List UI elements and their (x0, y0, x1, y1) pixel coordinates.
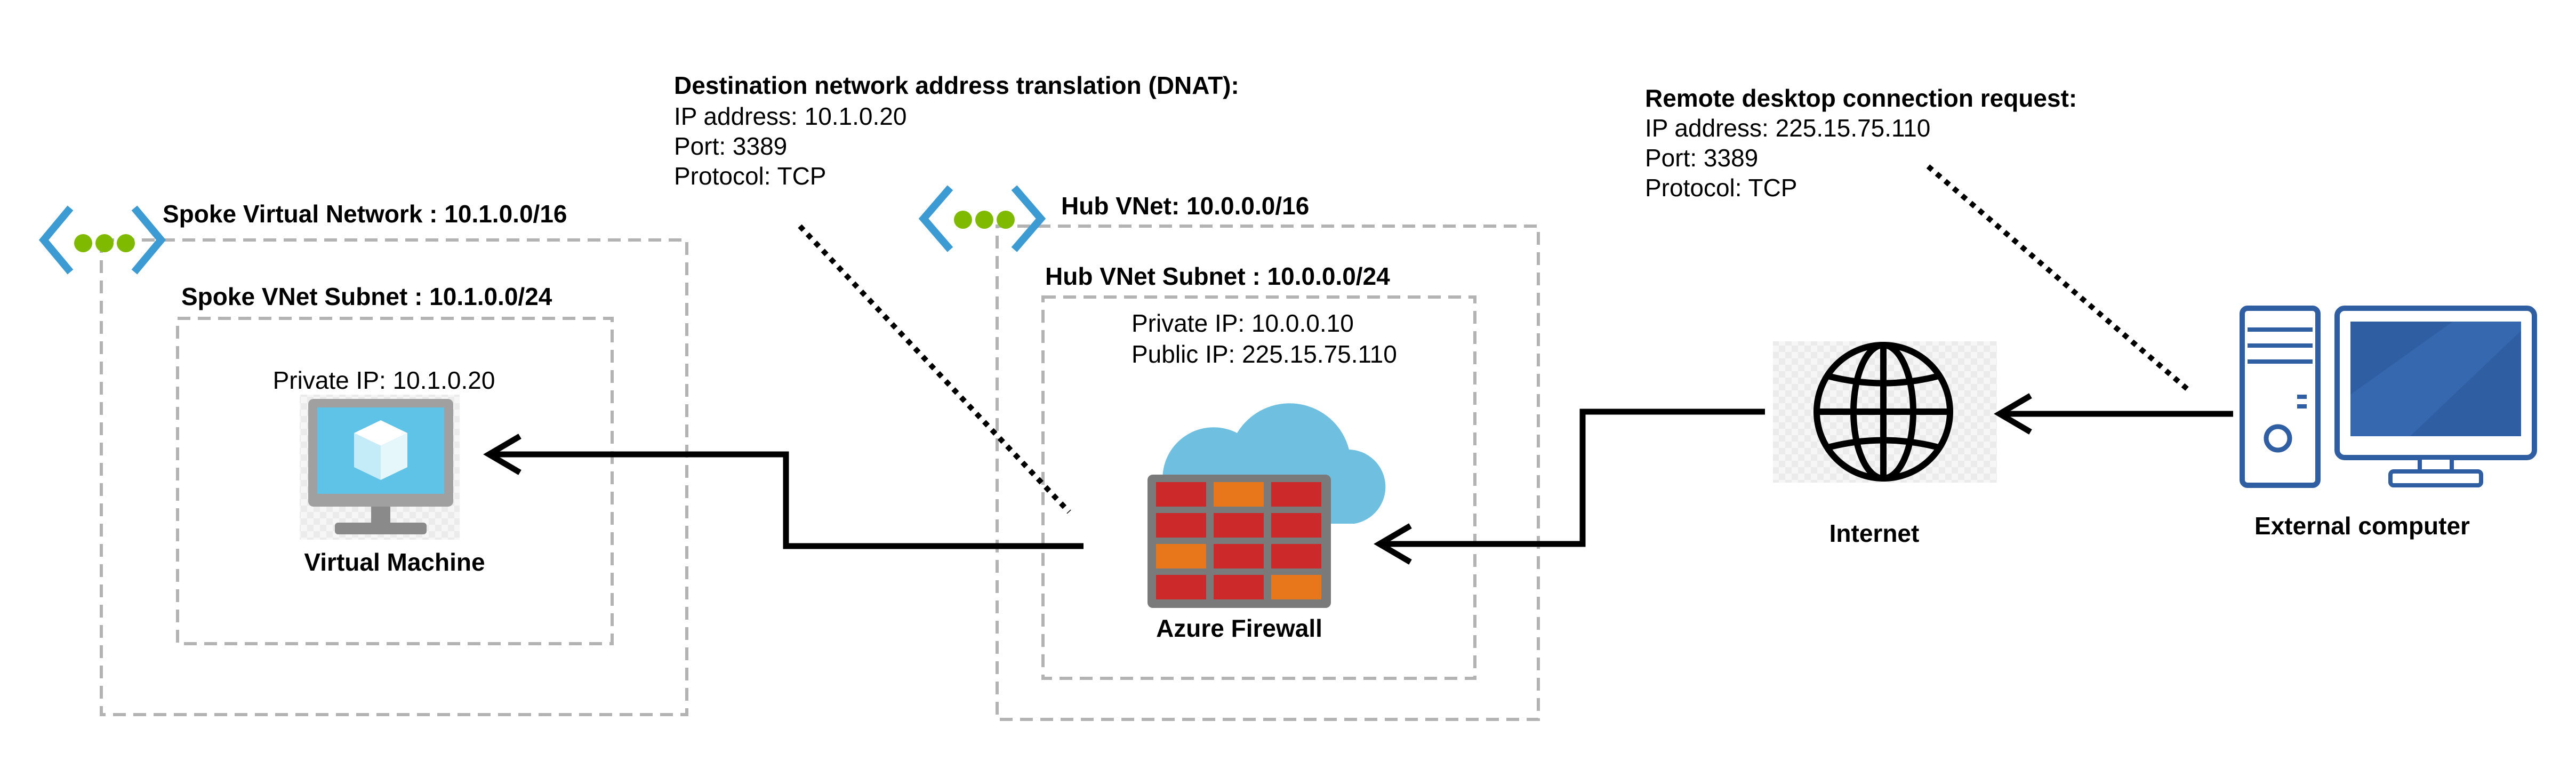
arrow-external-to-internet (1994, 393, 2233, 435)
rdp-note-protocol: Protocol: TCP (1645, 174, 1797, 202)
spoke-subnet-box (176, 317, 614, 645)
firewall-brick (1214, 544, 1264, 568)
dnat-note-protocol: Protocol: TCP (674, 162, 826, 190)
hub-vnet-label: Hub VNet: 10.0.0.0/16 (1061, 192, 1310, 220)
firewall-brick (1156, 575, 1206, 599)
rdp-note-port: Port: 3389 (1645, 144, 1759, 172)
hub-vnet-box (996, 225, 1540, 721)
hub-public-ip: Public IP: 225.15.75.110 (1131, 340, 1397, 368)
arrow-firewall-to-vm (483, 434, 1084, 549)
firewall-icon (1147, 475, 1331, 608)
dnat-note-port: Port: 3389 (674, 132, 788, 160)
firewall-brick (1214, 482, 1264, 507)
dnat-note-title: Destination network address translation … (674, 71, 1239, 99)
globe-icon (1773, 341, 1997, 483)
external-computer-label: External computer (2254, 512, 2470, 540)
firewall-brick (1271, 544, 1321, 568)
computer-tower-icon (2240, 306, 2321, 488)
rdp-note-title: Remote desktop connection request: (1645, 84, 2077, 112)
vnet-icon (38, 205, 166, 275)
firewall-brick (1214, 575, 1264, 599)
firewall-brick (1271, 513, 1321, 538)
vm-private-ip: Private IP: 10.1.0.20 (272, 366, 495, 394)
spoke-vnet-label: Spoke Virtual Network : 10.1.0.0/16 (163, 200, 567, 228)
firewall-brick (1271, 482, 1321, 507)
firewall-brick (1156, 544, 1206, 568)
spoke-subnet-label: Spoke VNet Subnet : 10.1.0.0/24 (181, 283, 552, 310)
vnet-icon (918, 185, 1046, 252)
dnat-note-ip: IP address: 10.1.0.20 (674, 102, 907, 130)
dnat-pointer-line (798, 224, 1071, 514)
vm-label: Virtual Machine (304, 548, 485, 576)
arrow-internet-to-firewall (1374, 408, 1765, 565)
firewall-brick (1214, 513, 1264, 538)
firewall-brick (1156, 513, 1206, 538)
internet-label: Internet (1829, 519, 1920, 547)
rdp-pointer-line (1926, 164, 2191, 392)
rdp-note-ip: IP address: 225.15.75.110 (1645, 114, 1931, 142)
hub-subnet-label: Hub VNet Subnet : 10.0.0.0/24 (1045, 262, 1390, 290)
virtual-machine-icon (300, 395, 460, 540)
computer-monitor-icon (2334, 306, 2537, 487)
spoke-vnet-box (100, 238, 688, 716)
hub-private-ip: Private IP: 10.0.0.10 (1131, 309, 1354, 337)
firewall-label: Azure Firewall (1156, 614, 1322, 642)
firewall-brick (1156, 482, 1206, 507)
firewall-brick (1271, 575, 1321, 599)
